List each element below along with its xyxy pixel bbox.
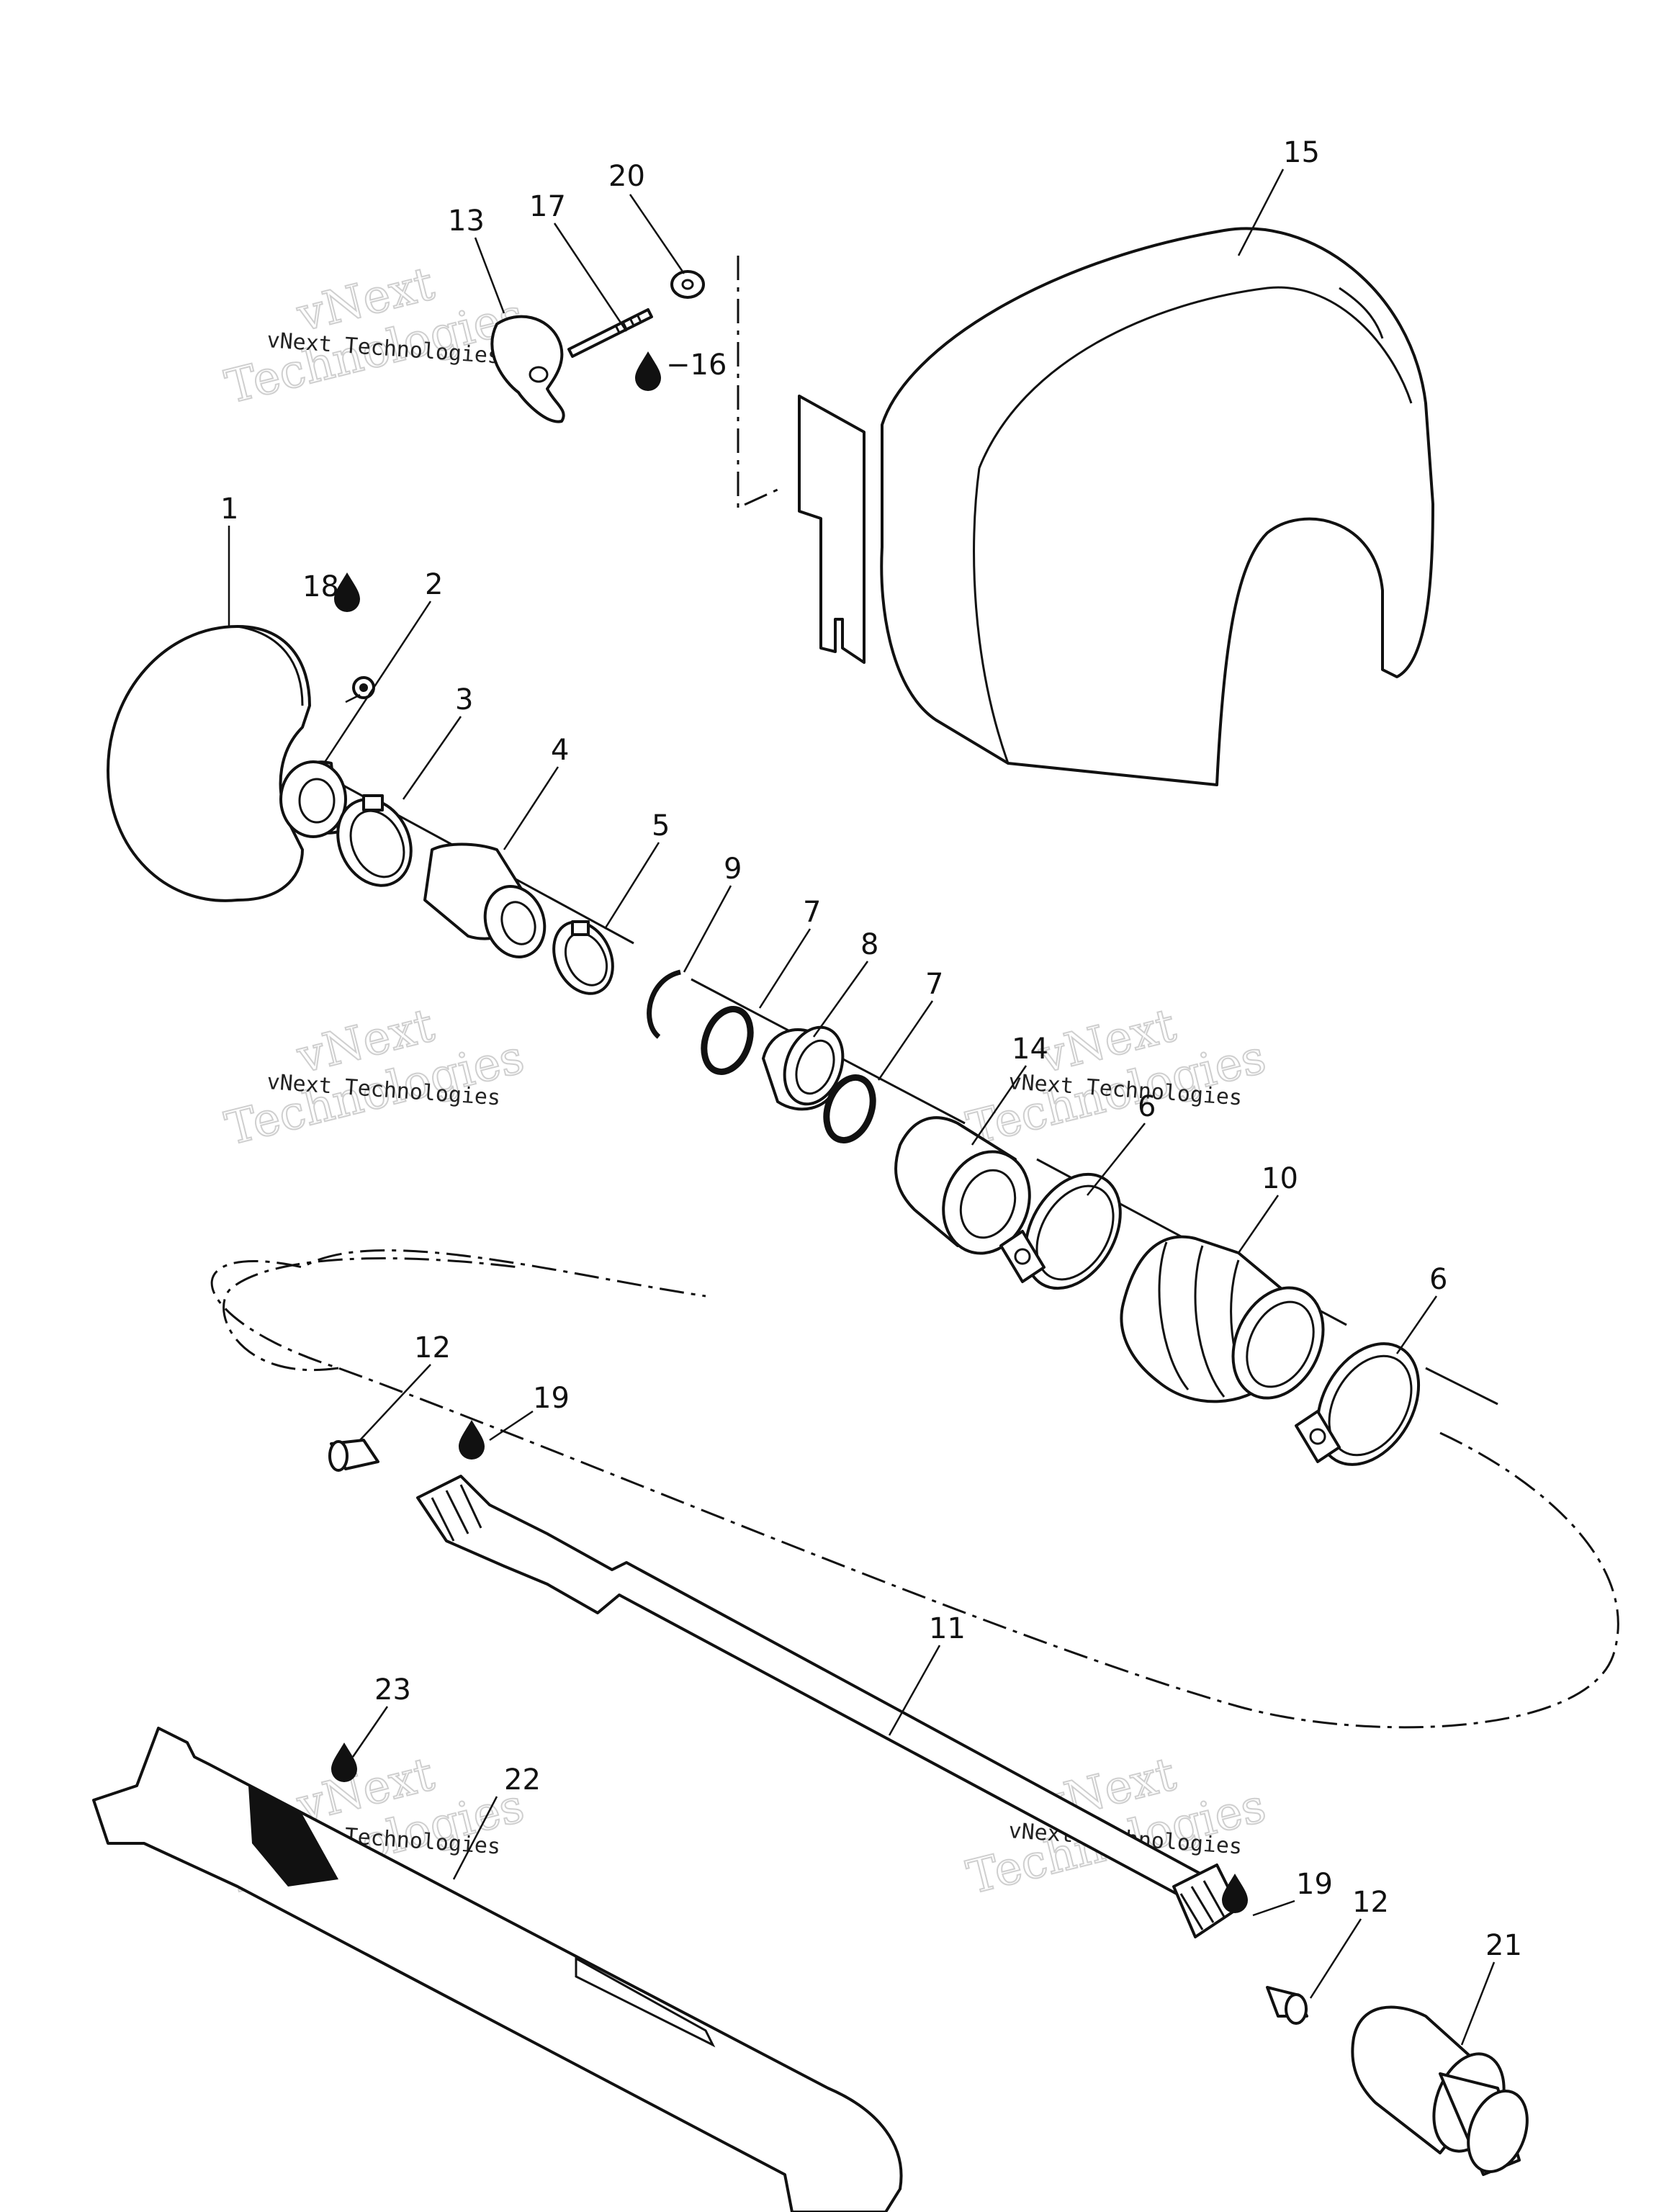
part-21-end-bushing: [1351, 2005, 1529, 2176]
phantom-connection-loop-2: [222, 1257, 519, 1371]
part-22-tube: [92, 1727, 903, 2212]
callout-17: 17: [529, 190, 566, 223]
callout-12b: 12: [1352, 1886, 1389, 1919]
callout-23: 23: [374, 1673, 411, 1707]
callout-5: 5: [652, 809, 670, 842]
callout-6b: 6: [1429, 1263, 1447, 1296]
callout-22: 22: [504, 1763, 541, 1797]
callout-19b: 19: [1296, 1868, 1333, 1901]
callout-4: 4: [551, 734, 569, 767]
part-15-cover: [798, 227, 1434, 786]
cover-mounting-dashline: [737, 256, 778, 510]
callout-19a: 19: [533, 1382, 570, 1415]
part-2-grease-fitting: [345, 676, 375, 703]
phantom-connection-loop: [210, 1249, 1619, 1729]
oil-drop-icon: [1222, 1874, 1248, 1913]
oil-drop-icon: [459, 1420, 485, 1460]
part-20-washer: [670, 270, 705, 299]
callout-11: 11: [929, 1612, 966, 1645]
callout-labels: 1 2 3 4 5 9 7 8 7 14 6 10 6 12 19 11 19 …: [220, 136, 1522, 1962]
part-12-pin-lower: [1266, 1986, 1308, 2025]
part-1-housing: [107, 625, 311, 902]
part-12-pin-upper: [328, 1439, 379, 1472]
callout-10: 10: [1262, 1162, 1298, 1195]
watermark-mid-left: vNext Technologies vNext Technologies: [220, 998, 530, 1156]
oil-drop-icon: [334, 572, 360, 612]
callout-12a: 12: [414, 1331, 451, 1364]
callout-6a: 6: [1138, 1090, 1156, 1123]
leader-lines: [228, 168, 1496, 2046]
part-13-wing-nut: [490, 315, 565, 423]
part-9-circlip: [647, 969, 681, 1039]
part-6-hose-clamp-upper: [999, 1172, 1122, 1290]
part-10-boot: [1120, 1235, 1325, 1403]
part-8-ring: [762, 1025, 845, 1111]
callout-8: 8: [860, 928, 878, 961]
part-7-o-ring-b: [823, 1074, 876, 1144]
part-3-clamp: [336, 794, 413, 887]
callout-18: 18: [302, 570, 339, 603]
callout-15: 15: [1283, 136, 1320, 169]
part-14-sleeve: [894, 1116, 1031, 1255]
callout-21: 21: [1485, 1929, 1522, 1962]
callout-14: 14: [1012, 1033, 1048, 1066]
callout-2: 2: [425, 568, 443, 601]
part-7-o-ring-a: [701, 1005, 754, 1076]
part-17-stud: [567, 308, 653, 358]
oil-drop-icon: [635, 351, 661, 391]
watermark-mid-right: vNext Technologies vNext Technologies: [961, 998, 1272, 1156]
callout-13: 13: [448, 204, 485, 238]
oil-drop-icon: [331, 1743, 357, 1782]
callout-7b: 7: [925, 968, 943, 1001]
part-5-clamp: [552, 920, 614, 995]
part-22-shaded-region: [248, 1786, 338, 1887]
callout-3: 3: [455, 683, 473, 716]
callout-20: 20: [608, 160, 645, 193]
part-6-hose-clamp-lower: [1295, 1342, 1421, 1466]
callout-16: −16: [666, 349, 727, 382]
callout-7a: 7: [803, 896, 821, 929]
callout-1: 1: [220, 493, 238, 526]
callout-9: 9: [724, 853, 742, 886]
part-11-shaft: [416, 1475, 1240, 1938]
watermark-top-left: vNext Technologies vNext Technologies: [220, 256, 530, 415]
part-4-bushing: [423, 842, 547, 958]
part-1-flange-collar: [279, 760, 347, 838]
